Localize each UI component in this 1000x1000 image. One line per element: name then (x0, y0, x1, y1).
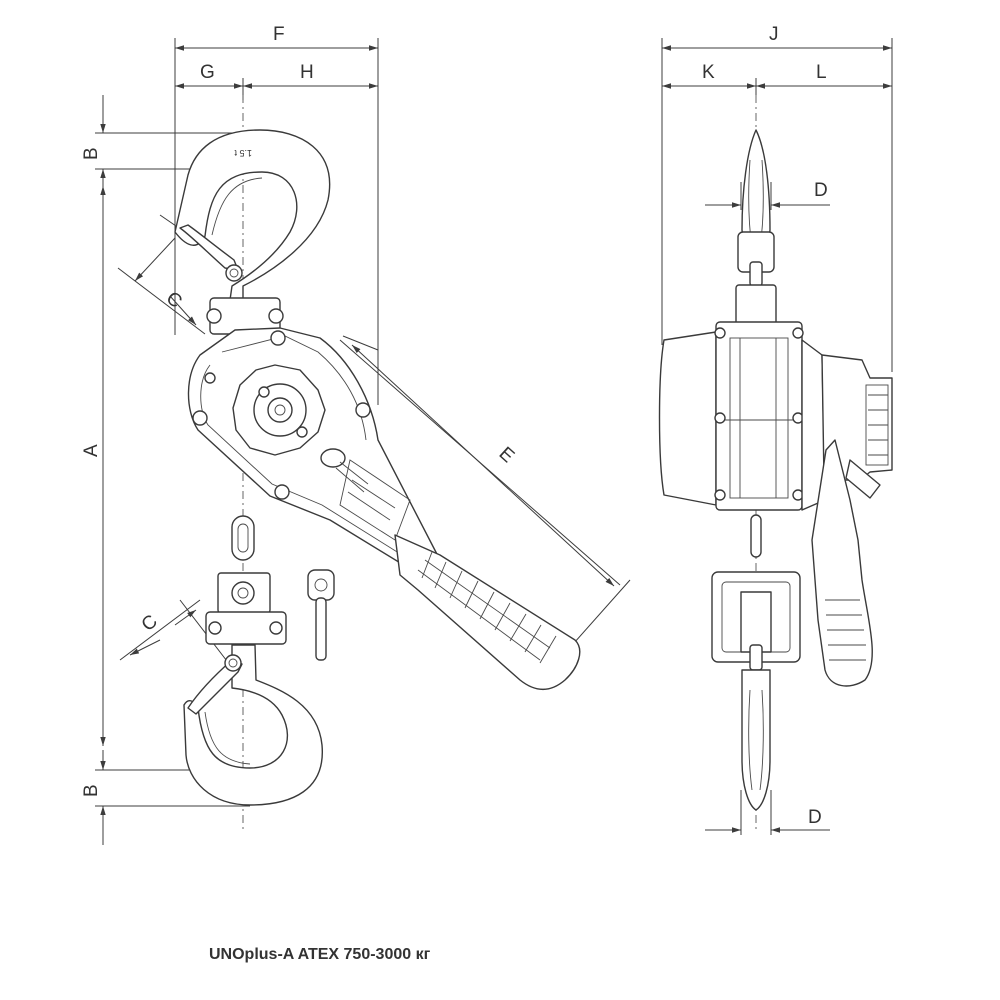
dim-label-G: G (200, 62, 215, 83)
dim-label-K: K (702, 62, 715, 83)
dim-label-D-top: D (814, 180, 828, 201)
dim-label-F: F (273, 24, 285, 45)
hook-marking: 1.5 t (234, 148, 252, 158)
dim-label-C-bottom: C (138, 611, 162, 636)
dim-label-E: E (495, 443, 518, 467)
figure-caption: UNOplus-A ATEX 750-3000 кг (209, 946, 431, 963)
dim-label-B-top: B (81, 147, 102, 160)
dim-label-H: H (300, 62, 314, 83)
dim-label-L: L (816, 62, 827, 83)
dim-label-A: A (81, 444, 102, 457)
hoist-side-view (658, 129, 893, 811)
dim-label-B-bottom: B (81, 784, 102, 797)
hoist-front-view: 1.5 t (174, 129, 581, 806)
dim-label-D-bottom: D (808, 807, 822, 828)
dim-label-J: J (769, 24, 779, 45)
